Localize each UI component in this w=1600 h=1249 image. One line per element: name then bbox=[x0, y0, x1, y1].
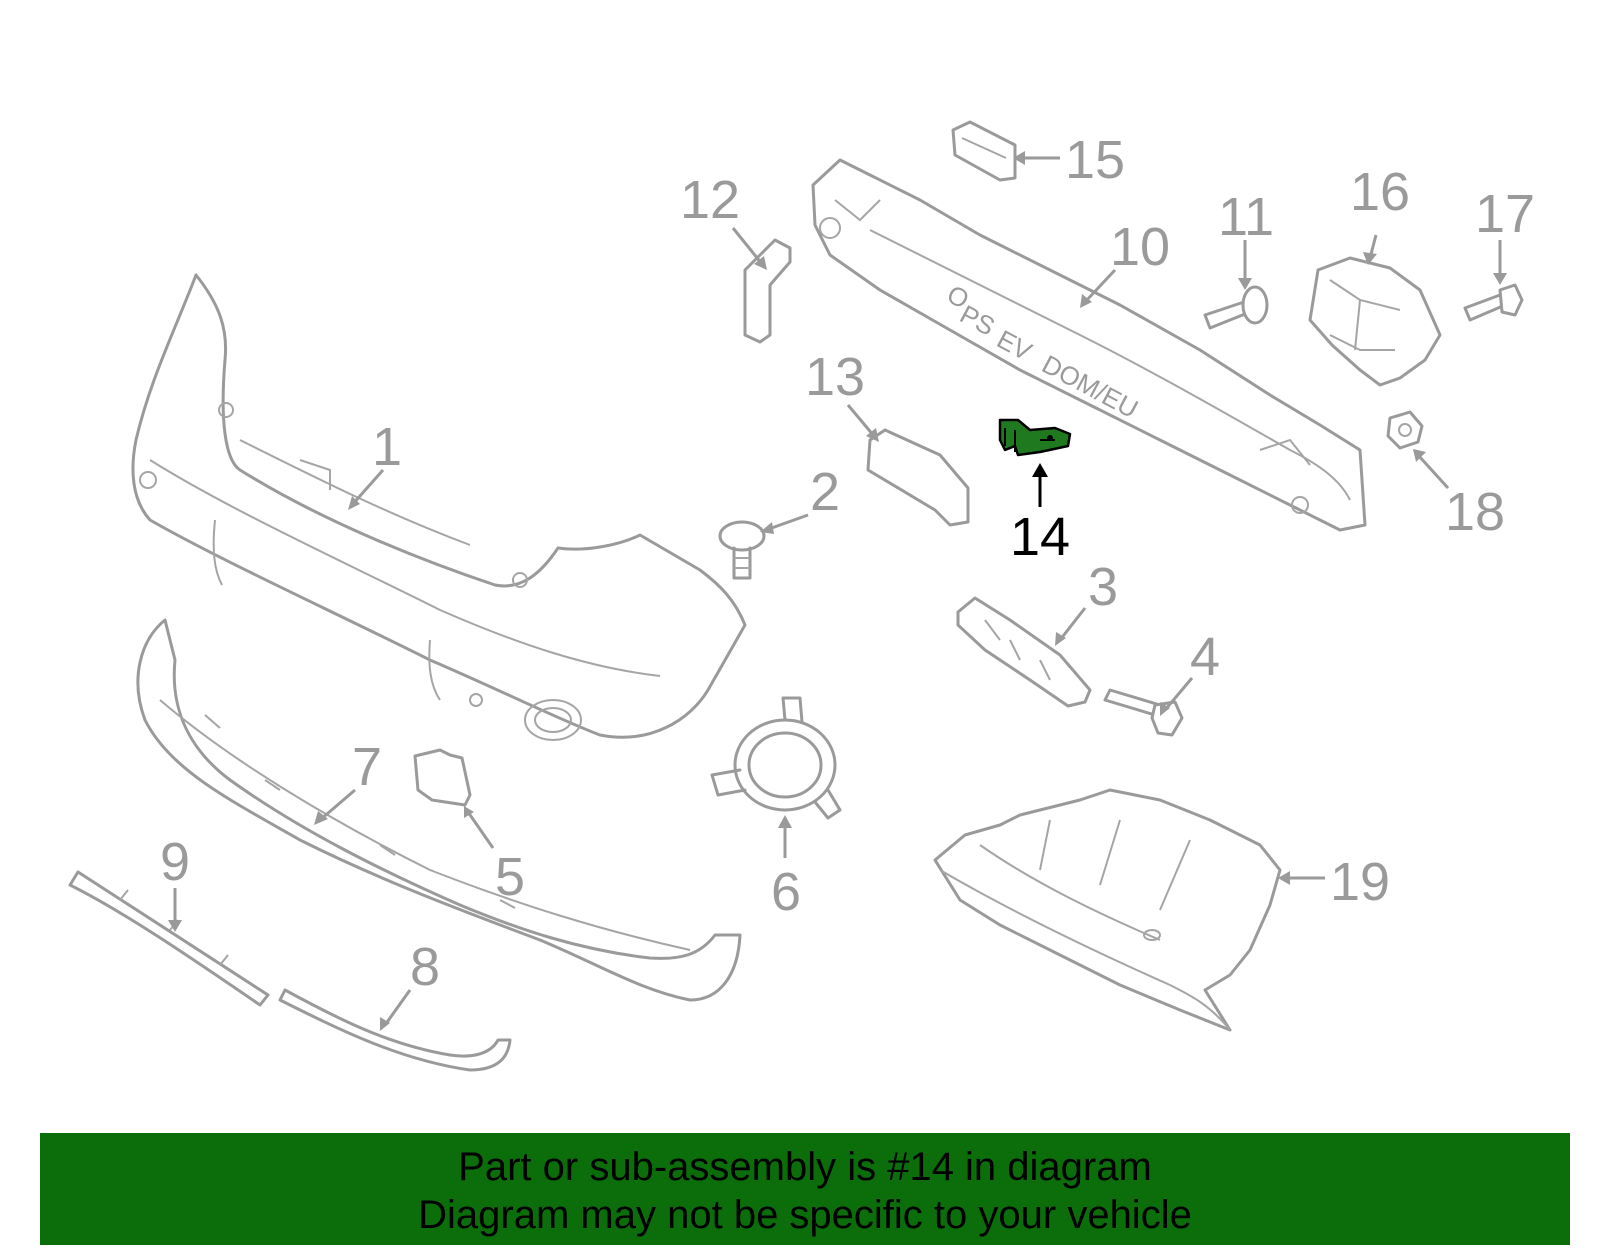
part-13-absorber[interactable] bbox=[866, 428, 970, 527]
part-19-splash-shield[interactable] bbox=[933, 788, 1282, 1032]
callout-labels: 1 2 3 4 5 6 7 8 9 10 11 12 13 14 15 16 1… bbox=[160, 130, 1535, 997]
arrow-4 bbox=[1160, 702, 1170, 716]
callout-8: 8 bbox=[410, 937, 440, 997]
leader-lines bbox=[173, 156, 1502, 1026]
arrow-10 bbox=[1080, 294, 1092, 308]
arrow-12 bbox=[754, 256, 767, 270]
arrow-13 bbox=[866, 428, 879, 442]
callout-6: 6 bbox=[771, 862, 801, 922]
arrow-15 bbox=[1013, 151, 1025, 165]
callout-9: 9 bbox=[160, 832, 190, 892]
callout-10: 10 bbox=[1110, 217, 1170, 277]
leader-2 bbox=[765, 513, 809, 532]
part-4-bolt[interactable] bbox=[1103, 688, 1184, 737]
leader-12 bbox=[731, 227, 764, 265]
arrow-9 bbox=[168, 920, 182, 932]
leader-arrowheads bbox=[168, 151, 1507, 1031]
arrow-8 bbox=[380, 1017, 390, 1031]
callout-7: 7 bbox=[352, 737, 382, 797]
arrow-18 bbox=[1413, 449, 1426, 462]
arrow-6 bbox=[778, 815, 792, 828]
leader-1 bbox=[350, 469, 385, 506]
part-11-screw[interactable] bbox=[1203, 285, 1269, 330]
leader-18 bbox=[1416, 453, 1450, 490]
leader-8 bbox=[383, 989, 412, 1026]
arrow-11 bbox=[1238, 278, 1252, 290]
callout-14: 14 bbox=[1010, 507, 1070, 567]
arrow-7 bbox=[314, 811, 328, 825]
part-18-nut[interactable] bbox=[1386, 410, 1424, 450]
callout-18: 18 bbox=[1445, 482, 1505, 542]
callout-17: 17 bbox=[1475, 184, 1535, 244]
beam-stamp-ev: EV bbox=[992, 324, 1037, 367]
arrow-3 bbox=[1055, 632, 1066, 646]
part-6-lamp-bezel[interactable] bbox=[710, 696, 842, 820]
part-16-housing[interactable] bbox=[1308, 256, 1442, 387]
arrow-16 bbox=[1363, 252, 1377, 265]
leader-3 bbox=[1058, 607, 1087, 641]
part-2-push-clip[interactable] bbox=[718, 520, 766, 580]
callout-4: 4 bbox=[1190, 627, 1220, 687]
leader-4 bbox=[1163, 677, 1194, 711]
part-7-lower-valance[interactable] bbox=[136, 618, 742, 1002]
part-14-bracket-highlighted[interactable] bbox=[998, 418, 1072, 457]
part-5-bracket[interactable] bbox=[413, 748, 472, 807]
part-8-trim-strip[interactable] bbox=[278, 988, 512, 1072]
part-12-bracket[interactable] bbox=[743, 238, 792, 344]
part-3-bracket[interactable] bbox=[956, 596, 1092, 708]
info-banner: Part or sub-assembly is #14 in diagram D… bbox=[40, 1133, 1570, 1245]
arrow-14 bbox=[1032, 463, 1048, 477]
callout-5: 5 bbox=[495, 847, 525, 907]
part-17-bolt[interactable] bbox=[1463, 283, 1524, 322]
callout-19: 19 bbox=[1330, 852, 1390, 912]
arrow-1 bbox=[348, 496, 360, 510]
callout-15: 15 bbox=[1065, 130, 1125, 190]
callout-3: 3 bbox=[1088, 557, 1118, 617]
banner-line-1: Part or sub-assembly is #14 in diagram bbox=[458, 1145, 1152, 1189]
arrow-5 bbox=[464, 806, 474, 818]
arrow-19 bbox=[1278, 871, 1290, 885]
callout-12: 12 bbox=[680, 170, 740, 230]
callout-2: 2 bbox=[810, 462, 840, 522]
banner-line-2: Diagram may not be specific to your vehi… bbox=[418, 1193, 1192, 1237]
arrow-2 bbox=[760, 522, 774, 534]
leader-13 bbox=[846, 404, 876, 437]
callout-16: 16 bbox=[1350, 162, 1410, 222]
callout-11: 11 bbox=[1218, 187, 1274, 247]
part-15-pad[interactable] bbox=[951, 120, 1017, 182]
leader-10 bbox=[1083, 268, 1117, 304]
leader-5 bbox=[466, 811, 495, 849]
arrow-17 bbox=[1493, 273, 1507, 285]
leader-7 bbox=[319, 788, 356, 822]
part-10-reinforcement-beam[interactable]: O PS EV DOM/EU bbox=[811, 158, 1367, 532]
callout-1: 1 bbox=[372, 417, 402, 477]
part-1-bumper-cover[interactable] bbox=[131, 273, 747, 741]
callout-13: 13 bbox=[805, 347, 865, 407]
